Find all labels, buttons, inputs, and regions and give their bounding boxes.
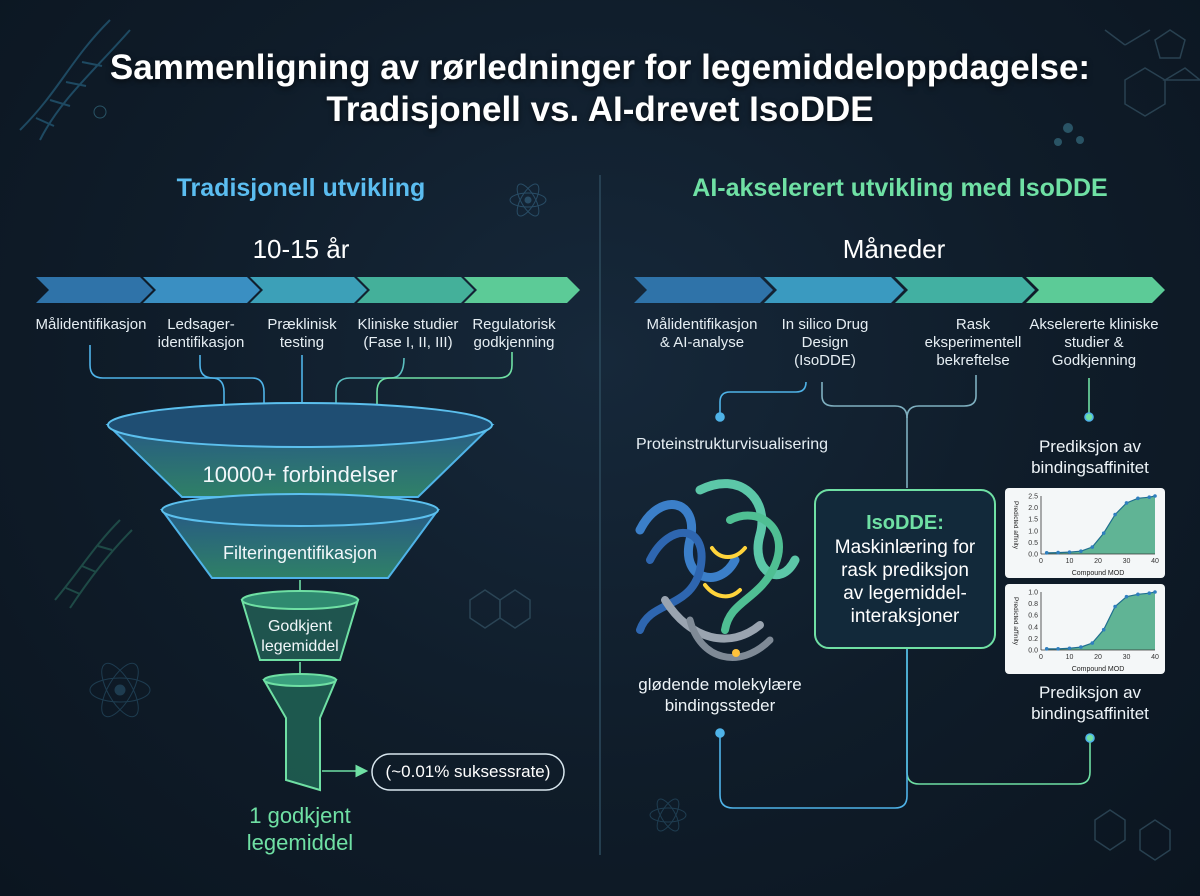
timeline-bar-right	[633, 236, 1165, 262]
right-timeline-label: Måneder	[842, 234, 946, 264]
chart-y-tick-label: 1.5	[1028, 517, 1038, 524]
chart-x-tick-label: 20	[1094, 558, 1102, 565]
stage-arrows-right	[634, 277, 1165, 303]
success-rate-box	[371, 753, 565, 791]
chart-y-tick-label: 2.5	[1028, 494, 1038, 501]
chart-point	[1153, 590, 1157, 594]
page-title: Sammenligning av rørledninger for legemi…	[109, 48, 1091, 87]
chart-point	[1147, 495, 1152, 499]
funnel-spout	[262, 673, 338, 792]
protein-label: Proteinstrukturvisualisering	[635, 436, 829, 453]
chart-point	[1136, 496, 1140, 501]
chart-y-tick-label: 0.6	[1028, 613, 1038, 620]
binding-sites-label: glødende molekylære bindingssteder	[638, 675, 802, 715]
chart-x-axis-label: Compound MOD	[1072, 666, 1125, 673]
right-stage-2: In silico Drug Design (IsoDDE)	[781, 316, 869, 369]
chart-y-tick-label: 1.0	[1028, 590, 1038, 597]
funnel-stage-1	[105, 402, 495, 498]
chart-x-tick-label: 30	[1123, 558, 1131, 565]
chart-y-tick-label: 0.5	[1028, 540, 1038, 547]
chart-point	[1147, 591, 1152, 595]
chart-y-tick-label: 1.0	[1028, 528, 1038, 535]
isodde-box	[814, 489, 996, 649]
chart-x-tick-label: 10	[1066, 654, 1074, 661]
right-stage-3: Rask eksperimentell bekreftelse	[924, 316, 1022, 369]
chart-point	[1090, 641, 1095, 645]
chart-point	[1153, 494, 1157, 498]
chart-point	[1101, 627, 1106, 632]
chart-point	[1113, 512, 1117, 517]
chart-x-tick-label: 0	[1039, 558, 1043, 565]
left-stage-3: Præklinisk testing	[267, 316, 337, 351]
left-stage-1: Målidentifikasjon	[35, 316, 147, 333]
chart-x-tick-label: 30	[1123, 654, 1131, 661]
chart-x-tick-label: 0	[1039, 654, 1043, 661]
chart-y-tick-label: 0.8	[1028, 601, 1038, 608]
right-heading: AI-akselerert utvikling med IsoDDE	[692, 174, 1108, 202]
chart-point	[1067, 550, 1072, 554]
isodde-box-title: IsoDDE:	[866, 512, 944, 534]
chart-x-axis-label: Compound MOD	[1072, 570, 1125, 577]
chart-point	[1124, 594, 1129, 599]
chart-point	[1044, 647, 1049, 651]
chart-x-tick-label: 10	[1066, 558, 1074, 565]
chart-y-tick-label: 0.0	[1028, 648, 1038, 655]
stage-connectors-right	[715, 375, 1095, 809]
chart-y-axis-label: Predicted affinity	[1012, 597, 1019, 646]
right-stage-4: Akselererte kliniske studier & Godkjenni…	[1029, 316, 1159, 369]
success-rate-text: (~0.01% suksessrate)	[385, 762, 551, 781]
atom-icon	[649, 798, 687, 832]
chart-y-tick-label: 0.4	[1028, 624, 1038, 631]
chart-x-tick-label: 40	[1151, 654, 1159, 661]
atom-icon	[89, 662, 151, 718]
protein-structure-image	[635, 479, 800, 661]
atom-icon	[509, 183, 547, 217]
funnel-label-approved: Godkjent legemiddel	[261, 618, 339, 655]
chart-point	[1056, 550, 1060, 555]
page-subtitle: Tradisjonell vs. AI-drevet IsoDDE	[326, 90, 874, 129]
dna-helix-icon	[19, 19, 131, 141]
chart-point	[1090, 545, 1095, 549]
left-timeline-label: 10-15 år	[252, 234, 350, 264]
chart-point	[1079, 645, 1083, 649]
left-stage-2: Ledsager- identifikasjon	[157, 316, 245, 351]
chart-point	[1044, 551, 1049, 555]
chart-point	[1067, 646, 1072, 651]
molecule-icon	[469, 29, 1200, 861]
chart-area	[1046, 592, 1155, 650]
chart-point	[1079, 549, 1083, 554]
prediction-label-top: Prediksjon av bindingsaffinitet	[1031, 437, 1149, 477]
funnel-label-filtering: Filteringentifikasjon	[222, 543, 378, 563]
chart-area	[1046, 496, 1155, 554]
left-stage-5: Regulatorisk godkjenning	[472, 316, 556, 351]
left-stage-4: Kliniske studier (Fase I, II, III)	[357, 316, 459, 351]
dna-helix-icon	[54, 519, 133, 609]
timeline-bar-left	[35, 236, 568, 262]
chart-point	[1124, 501, 1129, 505]
funnel-label-compounds: 10000+ forbindelser	[202, 462, 398, 487]
funnel-stage-2	[160, 493, 440, 579]
chart-y-tick-label: 2.0	[1028, 505, 1038, 512]
left-heading: Tradisjonell utvikling	[176, 174, 426, 202]
prediction-label-bottom: Prediksjon av bindingsaffinitet	[1031, 683, 1149, 723]
chart-point	[1136, 592, 1140, 597]
chart-x-tick-label: 20	[1094, 654, 1102, 661]
isodde-box-body: Maskinlæring for rask prediksjon av lege…	[834, 537, 976, 627]
chart-point	[1101, 531, 1106, 535]
chart-point	[1056, 647, 1060, 651]
result-label: 1 godkjent legemiddel	[246, 803, 354, 855]
molecule-icon	[93, 105, 1084, 146]
chart-point	[1113, 604, 1117, 609]
right-stage-1: Målidentifikasjon & AI-analyse	[646, 316, 758, 351]
chart-y-axis-label: Predicted affinity	[1012, 501, 1019, 550]
chart-y-tick-label: 0.0	[1028, 552, 1038, 559]
chart-x-tick-label: 40	[1151, 558, 1159, 565]
chart-y-tick-label: 0.2	[1028, 636, 1038, 643]
funnel-stage-3	[240, 590, 360, 661]
stage-arrows-left	[36, 277, 580, 303]
